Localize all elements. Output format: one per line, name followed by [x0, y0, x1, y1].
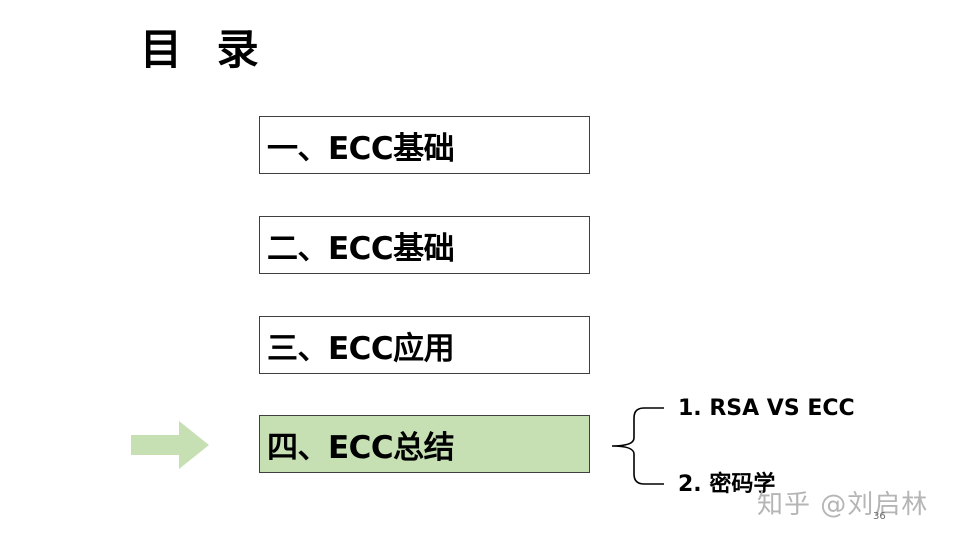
toc-item-4-current[interactable]: 四、ECC总结: [259, 415, 590, 473]
toc-item-1[interactable]: 一、ECC基础: [259, 116, 590, 174]
toc-item-label: 四、ECC总结: [267, 429, 455, 466]
curly-brace-icon: [611, 407, 664, 485]
toc-item-label: 三、ECC应用: [267, 330, 455, 367]
watermark: 知乎 @刘启林: [757, 490, 929, 520]
toc-item-3[interactable]: 三、ECC应用: [259, 316, 590, 374]
toc-item-2[interactable]: 二、ECC基础: [259, 216, 590, 274]
subsection-item-1[interactable]: 1. RSA VS ECC: [678, 396, 855, 421]
toc-item-label: 二、ECC基础: [267, 230, 455, 267]
page-title: 目 录: [140, 25, 269, 74]
subsection-item-2[interactable]: 2. 密码学: [678, 472, 776, 497]
right-arrow-icon: [131, 421, 209, 469]
page-number: 36: [873, 511, 886, 522]
toc-item-label: 一、ECC基础: [267, 130, 455, 167]
